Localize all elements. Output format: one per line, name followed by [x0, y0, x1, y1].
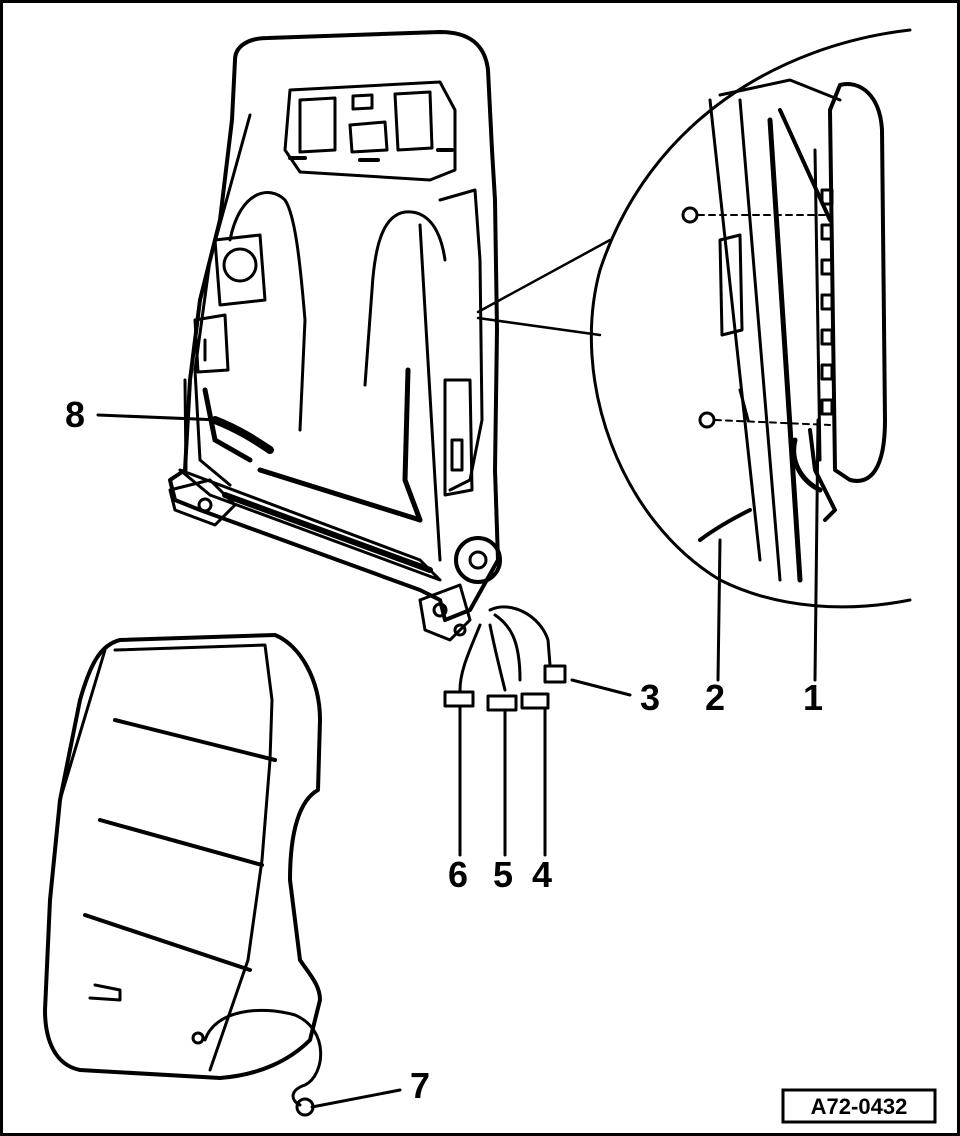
callout-3: 3 [640, 677, 660, 718]
callout-7: 7 [410, 1065, 430, 1106]
leader-7 [310, 1088, 402, 1109]
wiring-connectors [443, 605, 567, 712]
callout-5: 5 [493, 854, 513, 895]
leader-lines [96, 413, 820, 1109]
leader-1 [813, 418, 820, 682]
figure-reference: A72-0432 [781, 1088, 937, 1124]
leader-8 [96, 413, 222, 422]
figure-reference-label: A72-0432 [811, 1094, 908, 1119]
callout-2: 2 [705, 677, 725, 718]
callout-1: 1 [803, 677, 823, 718]
callout-6: 6 [448, 854, 468, 895]
backrest-frame [168, 30, 502, 642]
leader-2 [716, 538, 722, 682]
backrest-cover [43, 633, 323, 1117]
leader-3 [570, 678, 632, 697]
callout-8: 8 [65, 394, 85, 435]
detail-magnifier [476, 28, 912, 609]
callout-4: 4 [532, 854, 552, 895]
